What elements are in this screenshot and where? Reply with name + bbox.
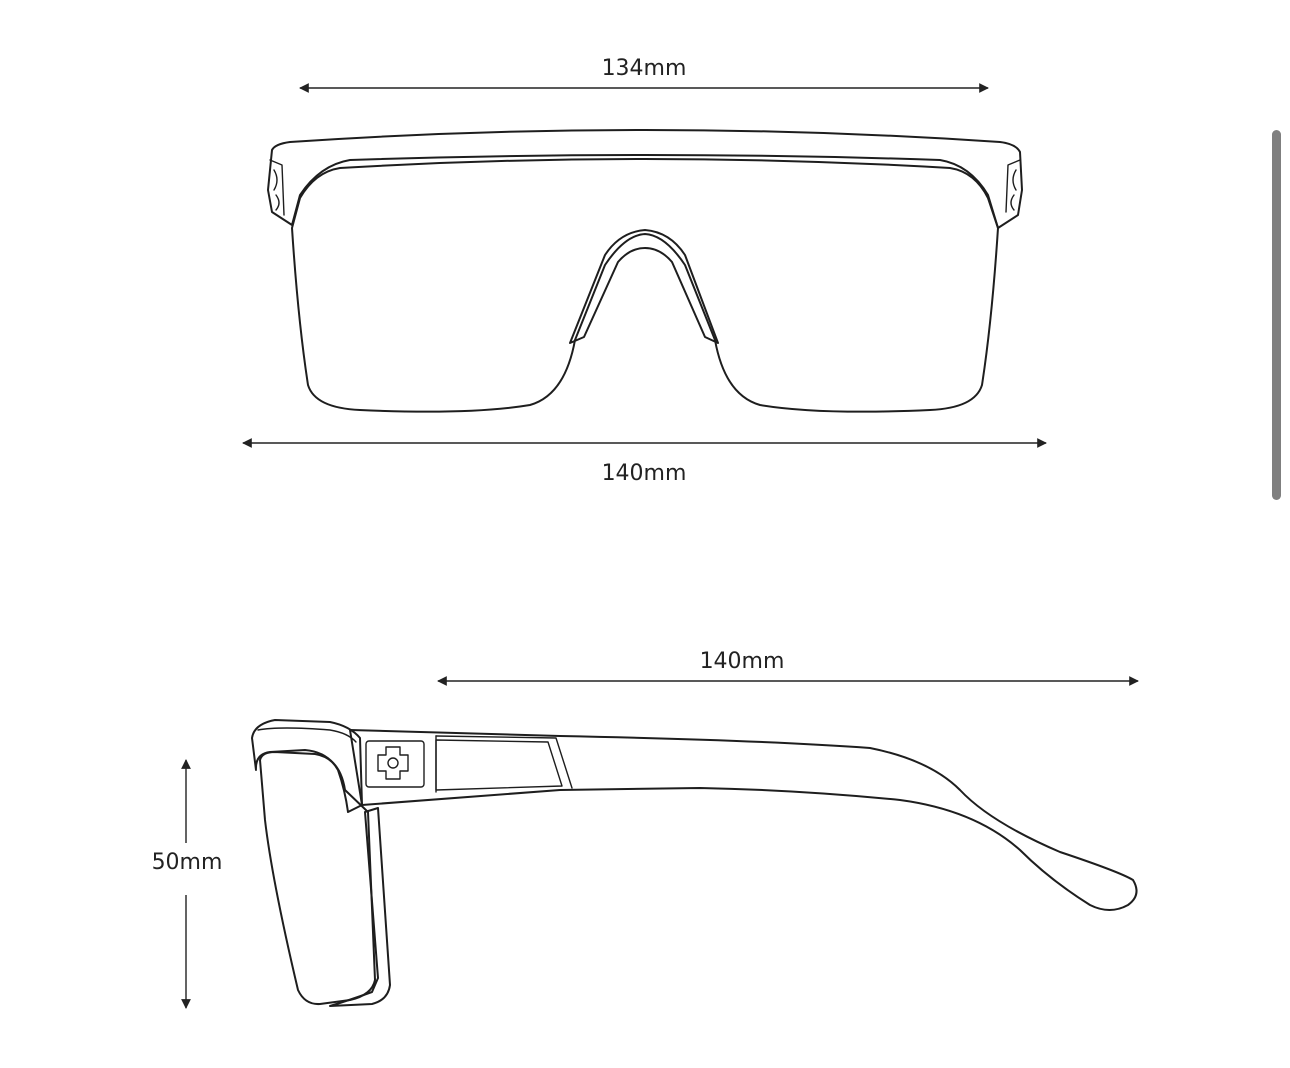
front-bottom-width-label: 140mm bbox=[602, 461, 687, 486]
vertical-scrollbar[interactable] bbox=[1272, 130, 1281, 500]
side-view: 140mm 50mm bbox=[152, 649, 1139, 1009]
side-temple-length-label: 140mm bbox=[700, 649, 785, 674]
front-frame-brow bbox=[267, 129, 1023, 229]
front-hinge-right bbox=[1005, 159, 1021, 213]
front-shield-lens bbox=[291, 158, 999, 413]
side-frame-top-edge bbox=[257, 727, 357, 743]
spy-logo-center bbox=[387, 757, 399, 769]
side-lens-height-label: 50mm bbox=[152, 850, 223, 875]
front-view: 134mm 140mm bbox=[242, 56, 1047, 486]
spy-logo-icon bbox=[377, 746, 409, 780]
front-top-width-label: 134mm bbox=[602, 56, 687, 81]
side-lens-edge bbox=[329, 807, 391, 1007]
side-lens bbox=[259, 751, 376, 1006]
side-temple-panel bbox=[435, 739, 563, 791]
front-hinge-left bbox=[269, 159, 285, 216]
front-nose-bridge bbox=[569, 229, 719, 344]
side-temple-panel-outer bbox=[435, 735, 573, 789]
side-logo-plate bbox=[365, 740, 425, 788]
side-temple-arm bbox=[349, 729, 1138, 911]
